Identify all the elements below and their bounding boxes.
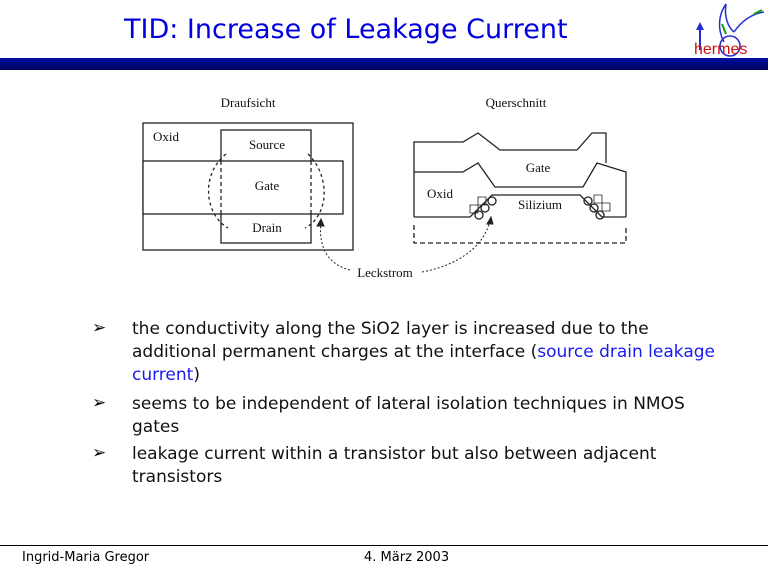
highlight-text: source drain leakage current <box>132 342 715 385</box>
transistor-diagram: Draufsicht Querschnitt Oxid Source Gate … <box>142 95 627 280</box>
top-oxid-label: Oxid <box>153 129 180 144</box>
source-label: Source <box>249 137 285 152</box>
bullet-icon: ➢ <box>92 443 107 463</box>
cross-gate-label: Gate <box>526 160 551 175</box>
slide-title: TID: Increase of Leakage Current <box>124 14 568 45</box>
footer-author: Ingrid-Maria Gregor <box>22 550 150 565</box>
cross-section <box>413 132 627 244</box>
cross-section-title: Querschnitt <box>486 95 547 110</box>
silizium-label: Silizium <box>518 197 562 212</box>
leakage-label: Leckstrom <box>357 265 413 280</box>
bullet-3: leakage current within a transistor but … <box>132 444 657 487</box>
bullet-2: seems to be independent of lateral isola… <box>132 394 685 437</box>
bullet-1: the conductivity along the SiO2 layer is… <box>132 319 715 385</box>
cross-oxid-label: Oxid <box>427 186 454 201</box>
gate-label: Gate <box>255 178 280 193</box>
logo-text: hermes <box>694 41 747 58</box>
top-view-title: Draufsicht <box>221 95 276 110</box>
bullet-icon: ➢ <box>92 393 107 413</box>
drain-label: Drain <box>252 220 282 235</box>
footer-divider <box>0 545 768 546</box>
bullet-icon: ➢ <box>92 318 107 338</box>
title-bar-divider <box>0 58 768 70</box>
hermes-logo: hermes <box>694 3 765 58</box>
top-view <box>142 122 354 251</box>
footer-date: 4. März 2003 <box>364 550 450 565</box>
